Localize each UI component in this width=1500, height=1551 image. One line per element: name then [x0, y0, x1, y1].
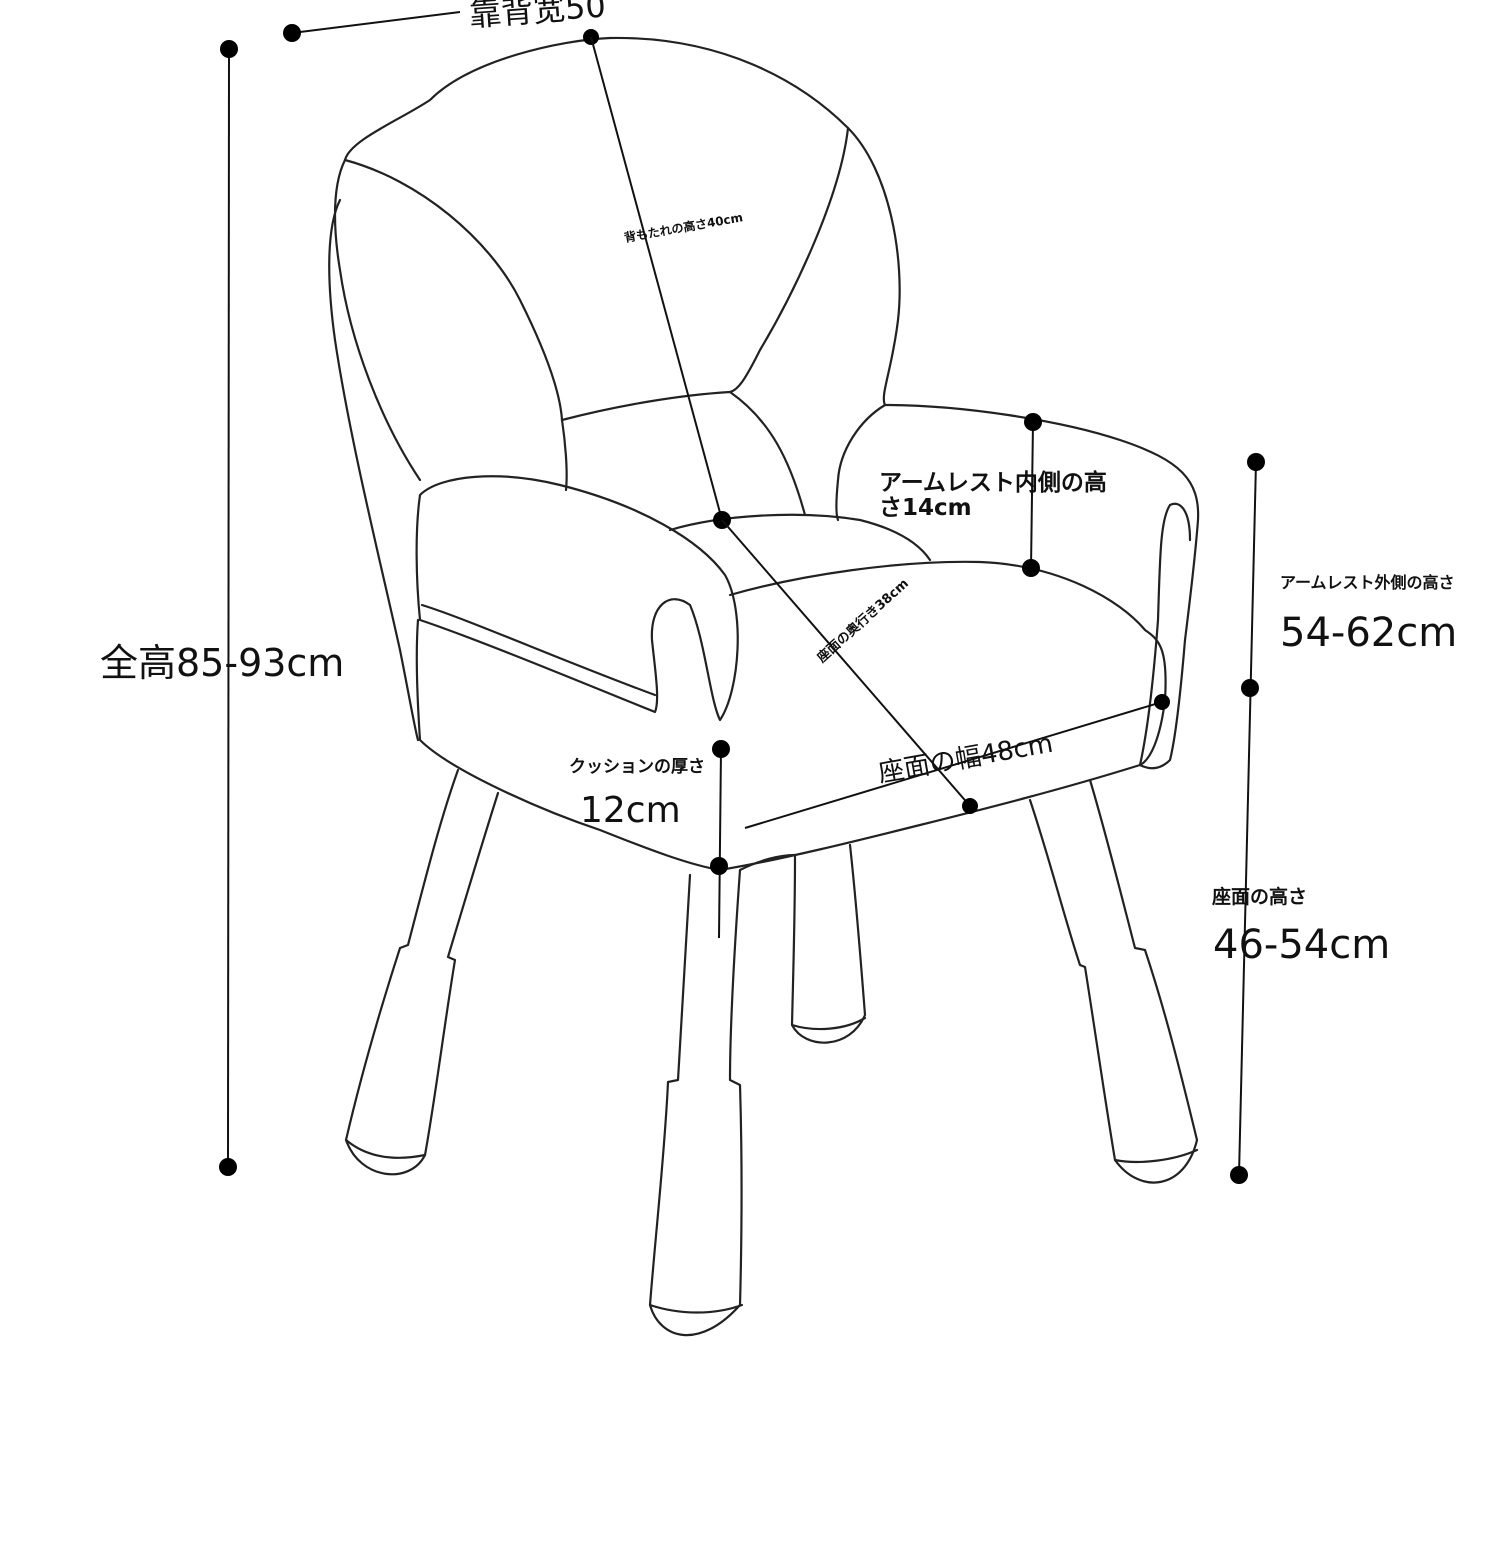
back-right-leg-cap [1113, 1148, 1199, 1164]
right-armrest [883, 403, 1200, 770]
seat-depth-line [721, 519, 971, 807]
armrest-inner-label-line1: アームレスト内側の高 [879, 469, 1107, 496]
left-armrest [415, 475, 739, 722]
dimension-markers [219, 11, 1265, 1184]
cushion-dot-bottom [710, 857, 728, 875]
cushion-line [718, 748, 722, 939]
back-right-leg [1028, 778, 1199, 1184]
seat-height-value: 46-54cm [1213, 922, 1390, 968]
backrest-outline [343, 36, 901, 407]
cushion-title: クッションの厚さ [569, 757, 705, 777]
front-right-leg [790, 843, 867, 1044]
top-width-line [291, 11, 461, 34]
seat-height-dot-top [1241, 679, 1259, 697]
armrest-inner-line [1030, 421, 1034, 569]
total-height-dot-bottom [219, 1158, 237, 1176]
seat-depth-label: 座面の奥行き38cm [813, 576, 912, 667]
total-height-dot-top [220, 40, 238, 58]
armrest-outer-value: 54-62cm [1280, 610, 1457, 656]
left-armrest-front-band [420, 603, 657, 697]
armrest-inner-dot-top [1024, 413, 1042, 431]
cushion-value: 12cm [580, 790, 681, 831]
armrest-outer-dot-top [1247, 453, 1265, 471]
armrest-outer-title: アームレスト外側の高さ [1280, 573, 1455, 592]
left-armrest-lower [415, 618, 722, 872]
armrest-inner-label-line2: さ14cm [879, 495, 972, 521]
backrest-height-line [590, 36, 723, 521]
total-height-label: 全高85-93cm [100, 641, 344, 685]
backrest-bottom-line [560, 390, 807, 517]
total-height-line [227, 48, 230, 1168]
right-armrest-inner [835, 403, 887, 522]
backrest-height-label: 背もたれの高さ40cm [623, 209, 744, 245]
seat-depth-dot-front [962, 798, 978, 814]
cushion-dot-top [712, 740, 730, 758]
seat-front [718, 763, 1142, 872]
front-left-leg [648, 853, 797, 1337]
backrest-inner-right [728, 126, 850, 394]
backrest-left-side [333, 158, 568, 492]
backrest-inner-left [343, 158, 564, 422]
seat-back-cushion [668, 513, 932, 562]
top-width-dot-left [283, 24, 301, 42]
top-width-label: 靠背宽50 [468, 0, 607, 34]
seat-width-dot-right [1154, 694, 1170, 710]
floor-dot-right [1230, 1166, 1248, 1184]
front-left-leg-cap [648, 1303, 744, 1314]
dimension-labels: 靠背宽50 全高85-93cm 背もたれの高さ40cm アームレスト内側の高 さ… [100, 0, 1457, 968]
seat-height-title: 座面の高さ [1212, 885, 1307, 908]
seat-width-label: 座面の幅48cm [876, 729, 1055, 789]
chair-left-side [328, 198, 420, 742]
back-left-leg [344, 768, 500, 1176]
back-left-leg-cap [344, 1138, 427, 1159]
seat-cushion [728, 560, 1167, 767]
front-right-leg-cap [790, 1016, 867, 1031]
seat-width-line [744, 701, 1163, 829]
outer-height-line [1238, 461, 1257, 1176]
armrest-inner-label: アームレスト内側の高 さ14cm [879, 469, 1115, 521]
armrest-inner-dot-bottom [1022, 559, 1040, 577]
chair-illustration [328, 36, 1200, 1337]
